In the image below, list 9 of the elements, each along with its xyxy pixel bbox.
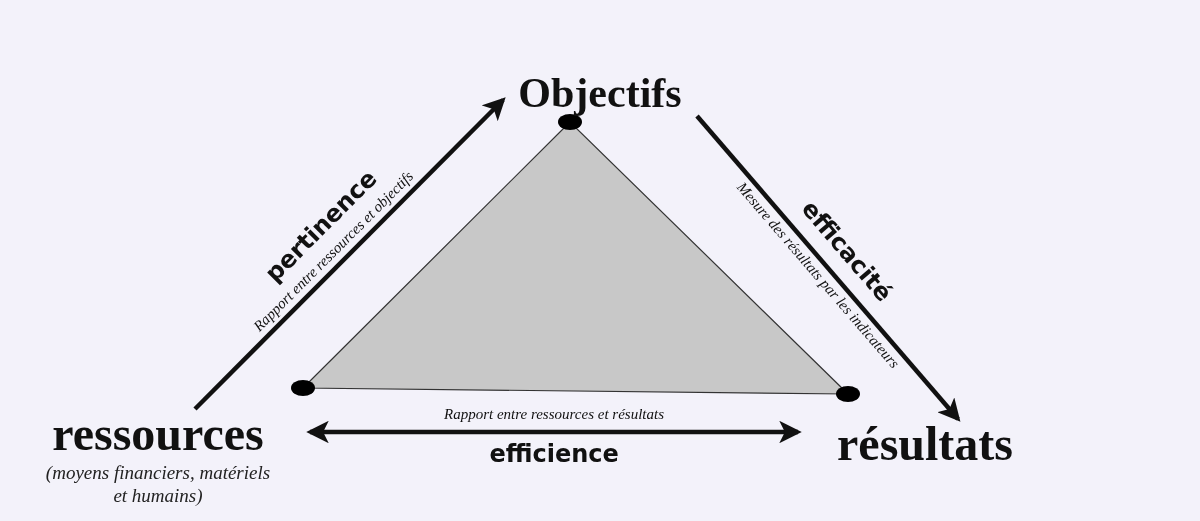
- arrow: [695, 114, 961, 422]
- edge-label: efficience: [489, 440, 619, 468]
- arrow: [193, 97, 506, 411]
- node-title: Objectifs: [517, 72, 683, 114]
- annotation-text: Rapport entre ressources et résultats: [444, 405, 664, 423]
- arrow: [306, 420, 802, 444]
- node-title: ressources: [51, 410, 265, 458]
- node-title: résultats: [836, 420, 1014, 468]
- node-subtitle: (moyens financiers, matériels et humains): [44, 462, 272, 508]
